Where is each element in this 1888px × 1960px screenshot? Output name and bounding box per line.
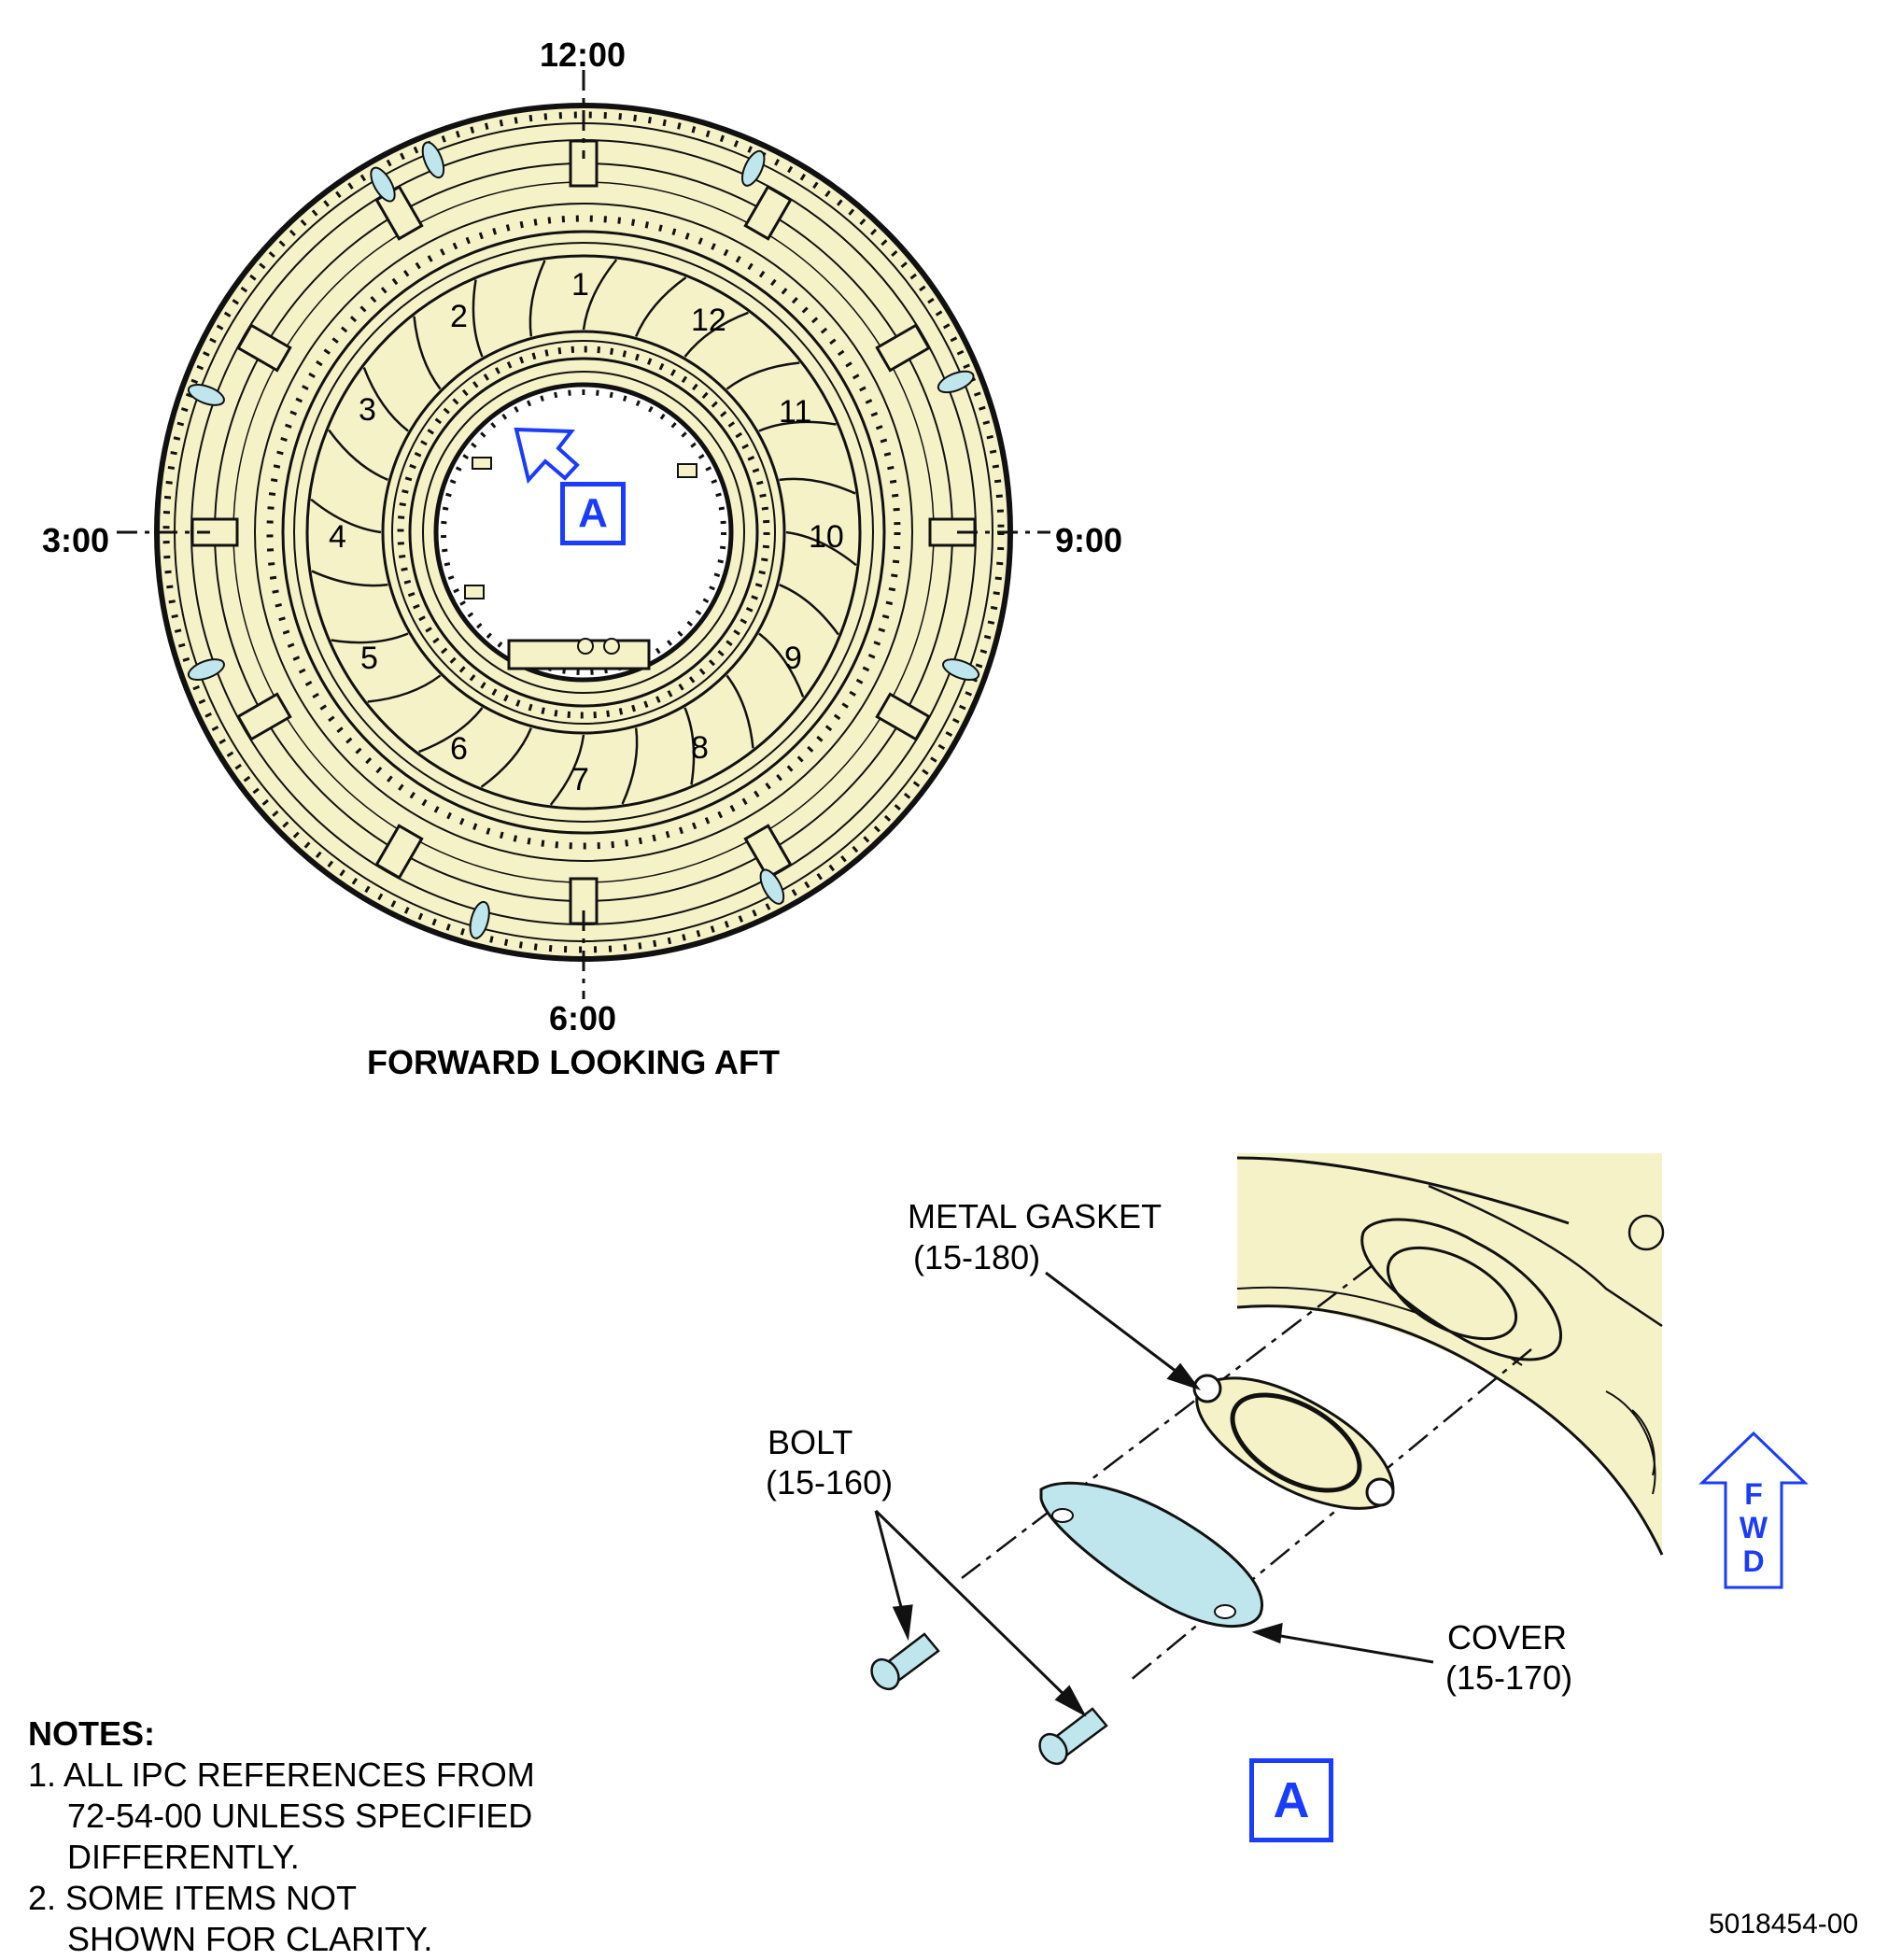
- clock-12-label: 12:00: [540, 35, 627, 74]
- fwd-letter: F: [1744, 1477, 1763, 1511]
- inspection-port: [759, 868, 785, 905]
- vane-line: [683, 311, 749, 358]
- clock-9-label: 9:00: [1055, 521, 1123, 559]
- vane-line: [418, 707, 484, 754]
- note-line: SHOWN FOR CLARITY.: [67, 1920, 433, 1958]
- fwd-arrow: [1698, 1431, 1809, 1589]
- vane-line: [362, 367, 409, 432]
- fuel-nozzle-mounts: [190, 139, 977, 925]
- position-number: 9: [784, 641, 802, 676]
- metal-gasket: [1192, 1374, 1395, 1510]
- position-number: 12: [691, 303, 726, 338]
- vane-line: [758, 420, 837, 432]
- vane-line: [726, 361, 800, 390]
- vane-line: [635, 276, 687, 337]
- view-title: FORWARD LOOKING AFT: [367, 1043, 780, 1081]
- cover-plate: [1039, 1481, 1263, 1629]
- nozzle-mount: [236, 692, 292, 741]
- bolt-upper: [870, 1632, 940, 1691]
- vane-line: [582, 259, 618, 331]
- vane-line: [549, 734, 585, 806]
- vane-line: [310, 498, 382, 534]
- vane-line: [331, 632, 409, 644]
- inspection-port: [740, 149, 766, 187]
- vane-line: [328, 429, 388, 481]
- bolt-lower: [1038, 1707, 1108, 1766]
- notes-heading: NOTES:: [28, 1714, 156, 1753]
- note-line: 72-54-00 UNLESS SPECIFIED: [67, 1797, 533, 1835]
- vane-line: [311, 570, 388, 587]
- vane-line: [683, 707, 696, 785]
- nozzle-mount: [875, 323, 931, 373]
- vane-line: [726, 674, 754, 749]
- nozzle-mount: [236, 323, 292, 373]
- clock-centerlines: [117, 70, 1050, 999]
- vane-line: [480, 727, 532, 788]
- note-line: DIFFERENTLY.: [67, 1838, 300, 1876]
- detail-a-view: [870, 1153, 1809, 1766]
- position-number: 3: [359, 392, 376, 428]
- vane-line: [779, 584, 839, 636]
- center-opening: [433, 382, 734, 683]
- nozzle-vanes: [310, 259, 857, 806]
- inspection-port: [187, 384, 225, 406]
- nozzle-mount: [569, 139, 599, 188]
- position-number: 10: [809, 519, 844, 555]
- fwd-letter: D: [1742, 1544, 1765, 1578]
- vane-line: [621, 727, 639, 805]
- vane-line: [367, 674, 442, 703]
- case-section: [1237, 1153, 1662, 1555]
- note-line: 2. SOME ITEMS NOT: [28, 1879, 358, 1917]
- vane-line: [472, 279, 484, 358]
- detail-ref-box: A: [560, 482, 626, 545]
- position-number: 7: [571, 762, 589, 797]
- vane-line: [785, 530, 857, 567]
- nozzle-mount: [190, 517, 239, 547]
- gasket-callout-name: METAL GASKET: [908, 1197, 1162, 1235]
- position-number: 5: [360, 641, 378, 676]
- bolt-callout-ref: (15-160): [766, 1463, 894, 1502]
- nozzle-mount: [743, 824, 793, 880]
- position-number: 1: [571, 267, 589, 303]
- gasket-callout-ref: (15-180): [913, 1238, 1041, 1276]
- position-number: 2: [450, 299, 468, 334]
- cover-callout-ref: (15-170): [1445, 1658, 1573, 1697]
- inspection-port: [942, 658, 980, 681]
- detail-title-box: A: [1249, 1758, 1333, 1842]
- inspection-port: [421, 141, 445, 179]
- fwd-label: F W D: [1735, 1477, 1772, 1578]
- inspection-port: [187, 658, 225, 681]
- nozzle-mount: [743, 185, 793, 241]
- fwd-letter: W: [1739, 1511, 1768, 1544]
- vane-line: [413, 316, 442, 390]
- inspection-port: [370, 166, 396, 203]
- notes-block: NOTES: 1. ALL IPC REFERENCES FROM 72-54-…: [28, 1713, 535, 1960]
- cover-callout-name: COVER: [1447, 1618, 1568, 1657]
- position-number: 8: [691, 730, 709, 766]
- position-number: 11: [779, 394, 812, 430]
- clock-6-label: 6:00: [549, 999, 617, 1037]
- vane-line: [758, 632, 805, 698]
- detail-ref-label: A: [578, 490, 608, 536]
- position-number: 6: [450, 731, 468, 767]
- nozzle-mount: [374, 824, 424, 880]
- detail-title-label: A: [1273, 1772, 1310, 1828]
- position-number: 4: [329, 519, 346, 555]
- note-line: 1. ALL IPC REFERENCES FROM: [28, 1756, 535, 1794]
- vane-line: [779, 477, 856, 495]
- inspection-port: [469, 900, 490, 939]
- engine-ring-view: [117, 70, 1050, 999]
- view-a-arrow: [514, 427, 580, 485]
- vane-line: [528, 260, 546, 337]
- bolt-callout-name: BOLT: [768, 1423, 853, 1461]
- clock-3-label: 3:00: [42, 521, 110, 559]
- figure-id: 5018454-00: [1709, 1909, 1859, 1939]
- inspection-port: [937, 370, 975, 394]
- inspection-ports: [187, 141, 980, 939]
- nozzle-mount: [875, 692, 931, 741]
